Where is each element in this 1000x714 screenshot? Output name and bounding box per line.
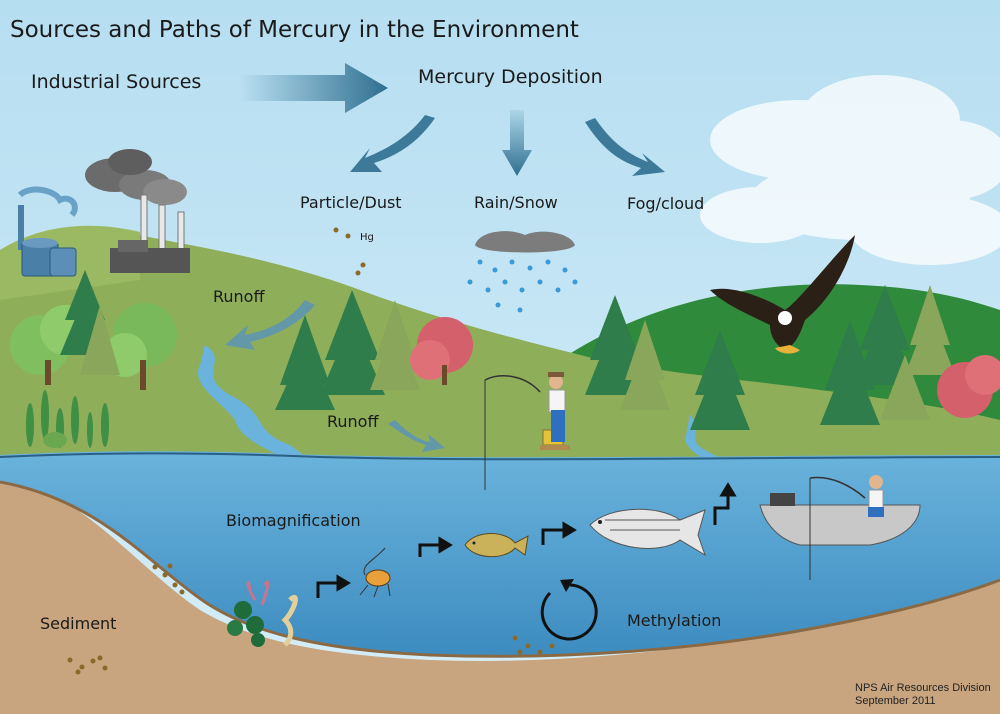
label-hg: Hg	[360, 232, 374, 243]
stream-left	[198, 345, 310, 466]
label-fog-cloud: Fog/cloud	[627, 194, 705, 213]
background-clouds	[700, 75, 1000, 265]
lake-surface-line	[0, 452, 1000, 461]
arrow-to-rain	[502, 110, 532, 176]
label-particle-dust: Particle/Dust	[300, 193, 402, 212]
label-mercury-deposition: Mercury Deposition	[418, 66, 603, 88]
label-rain-snow: Rain/Snow	[474, 193, 558, 212]
arrow-runoff-lower	[388, 420, 445, 452]
credit-line-1: NPS Air Resources Division	[855, 682, 991, 694]
arrow-runoff-upper	[225, 300, 315, 350]
eagle-icon	[710, 235, 855, 354]
label-runoff-lower: Runoff	[327, 412, 379, 431]
arrow-to-particle	[350, 115, 435, 172]
small-fish-icon	[464, 533, 529, 558]
storage-tanks-icon	[17, 186, 78, 277]
rain-cloud-icon	[467, 231, 578, 313]
lakebed-edge	[0, 480, 1000, 658]
label-industrial-sources: Industrial Sources	[31, 71, 202, 93]
arrow-to-fog	[585, 118, 665, 176]
zooplankton-icon	[359, 547, 391, 598]
forest-trees	[10, 270, 1000, 430]
label-biomagnification: Biomagnification	[226, 511, 361, 530]
food-chain-arrows	[316, 482, 737, 598]
arrow-industrial-to-deposition	[240, 63, 388, 113]
label-runoff-upper: Runoff	[213, 287, 265, 306]
large-fish-icon	[589, 508, 706, 557]
page-title: Sources and Paths of Mercury in the Envi…	[10, 17, 579, 43]
power-plant-icon	[85, 149, 190, 273]
reeds-plants	[26, 390, 109, 448]
sediment-particles	[67, 563, 555, 675]
dust-particles	[333, 227, 366, 276]
credit-block: NPS Air Resources Division September 201…	[855, 682, 991, 708]
credit-line-2: September 2011	[855, 695, 936, 707]
stream-right	[685, 415, 745, 470]
boat-icon	[759, 475, 921, 580]
label-methylation: Methylation	[627, 611, 722, 630]
fisherman-icon	[484, 372, 570, 490]
sediment-layer	[0, 470, 1000, 714]
label-sediment: Sediment	[40, 614, 117, 633]
aquatic-plants	[227, 580, 298, 647]
methylation-cycle-icon	[540, 579, 598, 641]
